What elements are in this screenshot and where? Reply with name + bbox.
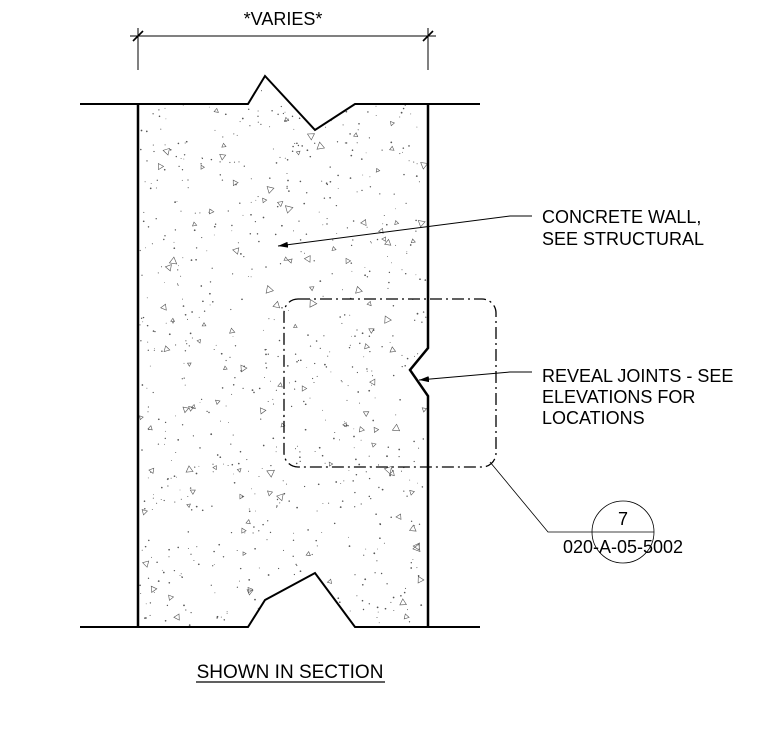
callout-leader: [489, 461, 592, 533]
reveal-note-line2: ELEVATIONS FOR: [542, 387, 695, 407]
top-break-line: [80, 74, 480, 132]
dimension-varies: [130, 28, 436, 70]
detail-callout: [591, 500, 655, 564]
callout-sheet-ref: 020-A-05-5002: [563, 537, 683, 557]
callout-detail-number: 7: [618, 509, 628, 529]
reveal-note-line3: LOCATIONS: [542, 408, 645, 428]
wall-note-line2: SEE STRUCTURAL: [542, 229, 704, 249]
bottom-break-line: [80, 571, 480, 628]
wall-note-leader: [277, 215, 532, 248]
wall-note-line1: CONCRETE WALL,: [542, 207, 701, 227]
reveal-note-line1: REVEAL JOINTS - SEE: [542, 366, 733, 386]
concrete-hatch: [139, 76, 428, 626]
drawing-title: SHOWN IN SECTION: [197, 662, 384, 683]
dimension-label: *VARIES*: [244, 9, 323, 29]
wall-right-face-with-reveal: [408, 104, 430, 627]
detail-boundary: [283, 298, 497, 468]
reveal-note-leader: [418, 371, 532, 383]
